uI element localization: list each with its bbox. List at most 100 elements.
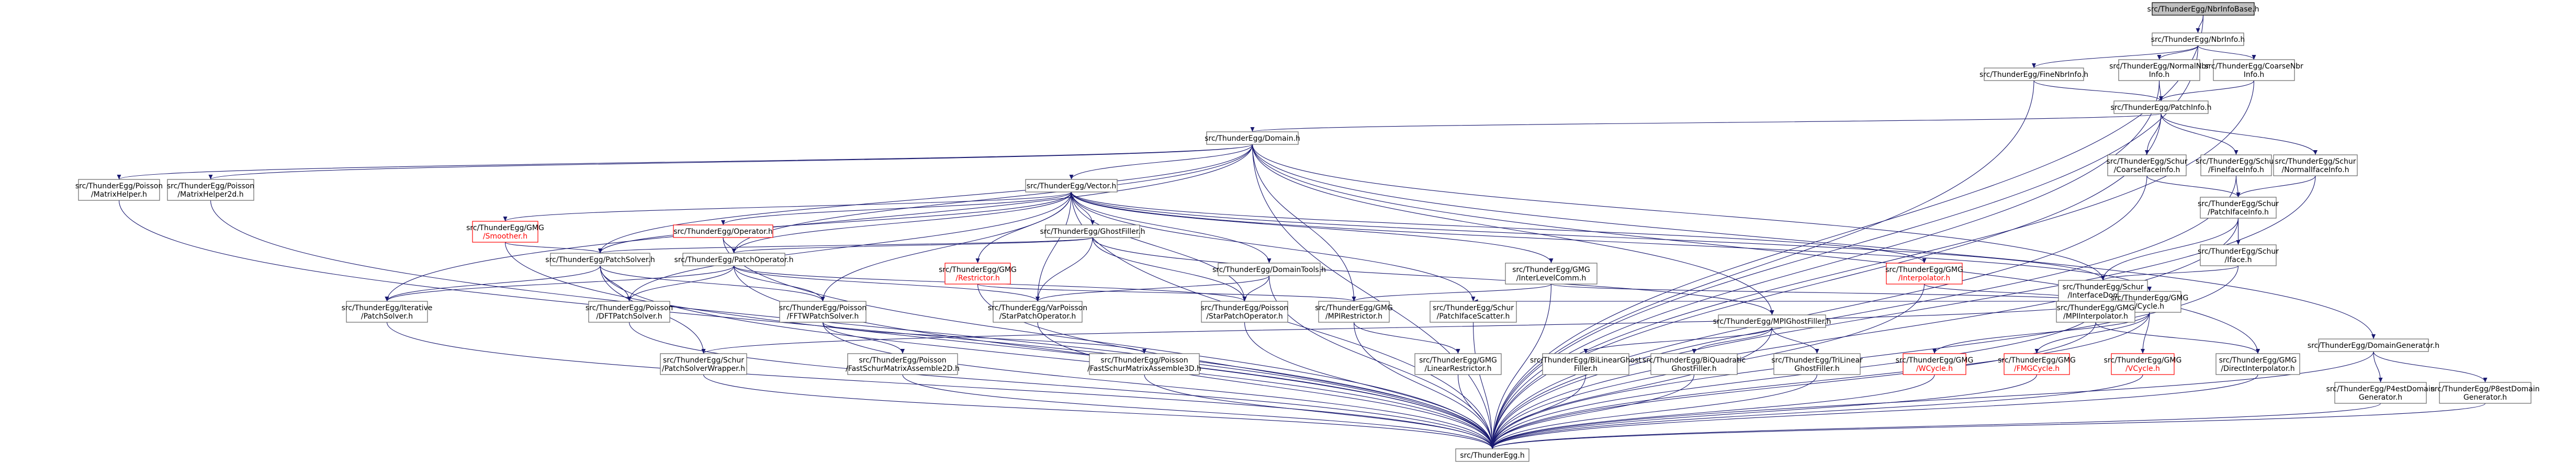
edge-ghostfiller-to-patchsolver — [598, 237, 1093, 254]
node-gmgmpiinterp[interactable]: src/ThunderEgg/GMG/MPIInterpolator.h — [2056, 301, 2135, 323]
node-label: src/ThunderEgg/Operator.h — [673, 228, 773, 236]
node-patchinfo[interactable]: src/ThunderEgg/PatchInfo.h — [2111, 100, 2212, 114]
node-patchsolver[interactable]: src/ThunderEgg/PatchSolver.h — [545, 253, 655, 266]
node-label: /WCycle.h — [1916, 365, 1953, 373]
edge-wcycle-to-thunderegg — [1490, 374, 1935, 449]
edge-domain-to-mpighostfiller — [1252, 144, 1774, 315]
node-schurpatchiface[interactable]: src/ThunderEgg/Schur/PatchIfaceInfo.h — [2198, 197, 2279, 219]
edge-domain-to-poissonmh2d — [209, 144, 1253, 180]
node-label: src/ThunderEgg/GMG — [1896, 356, 1974, 365]
node-wcycle[interactable]: src/ThunderEgg/GMG/WCycle.h — [1896, 353, 1974, 375]
edge-schurpatchscatter-to-thunderegg — [1472, 322, 1494, 449]
node-label: /Interpolator.h — [1898, 274, 1950, 282]
node-box — [1984, 67, 2084, 81]
edge-domaingen-to-p4estgen — [2373, 351, 2383, 383]
edge-schurifacedomain-to-thunderegg — [1490, 301, 2103, 449]
node-mpighostfiller[interactable]: src/ThunderEgg/MPIGhostFiller.h — [1713, 314, 1831, 328]
node-gmgsmoother[interactable]: src/ThunderEgg/GMG/Smoother.h — [466, 221, 544, 243]
node-label: src/ThunderEgg/VarPoisson — [988, 304, 1087, 312]
node-label: src/ThunderEgg/FineNbrInfo.h — [1979, 71, 2088, 79]
node-label: /Restrictor.h — [955, 274, 999, 282]
edge-gmginterlevel-to-gmgmprestrictor — [1352, 284, 1552, 302]
node-ghostfiller[interactable]: src/ThunderEgg/GhostFiller.h — [1040, 224, 1145, 238]
edge-vector-to-schurpatchscatter — [1071, 191, 1476, 302]
node-box — [1318, 301, 1390, 323]
node-operator[interactable]: src/ThunderEgg/Operator.h — [673, 224, 773, 238]
edge-schurcoarse-to-schurpatchiface — [2146, 175, 2241, 198]
edge-schurpatchiface-to-schurifacedomain — [2101, 218, 2239, 281]
node-label: src/ThunderEgg/P4estDomain — [2326, 385, 2435, 393]
node-poissonmh[interactable]: src/ThunderEgg/Poisson/MatrixHelper.h — [75, 179, 163, 201]
node-varpoisson[interactable]: src/ThunderEgg/VarPoisson/StarPatchOpera… — [988, 301, 1087, 323]
node-label: Info.h — [2244, 71, 2265, 79]
node-label: src/ThunderEgg/Schur — [2198, 200, 2279, 208]
node-schurcoarse[interactable]: src/ThunderEgg/Schur/CoarseIfaceInfo.h — [2106, 154, 2188, 176]
node-schurfine[interactable]: src/ThunderEgg/Schur/FineIfaceInfo.h — [2196, 154, 2277, 176]
node-gmgrestrictor[interactable]: src/ThunderEgg/GMG/Restrictor.h — [939, 263, 1017, 285]
node-directinterp[interactable]: src/ThunderEgg/GMG/DirectInterpolator.h — [2215, 353, 2300, 375]
node-fastschur3d[interactable]: src/ThunderEgg/Poisson/FastSchurMatrixAs… — [1087, 353, 1201, 375]
node-label: src/ThunderEgg/DomainGenerator.h — [2308, 342, 2439, 350]
node-thunderegg[interactable]: src/ThunderEgg.h — [1455, 448, 1529, 462]
edge-finenbrinfo-to-patchinfo — [2033, 80, 2163, 101]
node-schuriface[interactable]: src/ThunderEgg/Schur/Iface.h — [2198, 244, 2279, 266]
node-box — [2004, 353, 2070, 375]
edge-vector-to-fftwpatchsolver — [820, 191, 1072, 302]
node-box — [1903, 353, 1966, 375]
node-label: /DFTPatchSolver.h — [596, 312, 662, 321]
node-poissonstar[interactable]: src/ThunderEgg/Poisson/StarPatchOperator… — [1201, 301, 1288, 323]
edge-iterpatchsolver-to-thunderegg — [386, 322, 1494, 449]
edge-directinterp-to-thunderegg — [1490, 374, 2258, 449]
node-gmgmprestrictor[interactable]: src/ThunderEgg/GMG/MPIRestrictor.h — [1315, 301, 1393, 323]
node-label: src/ThunderEgg/P8estDomain — [2431, 385, 2540, 393]
node-nbrinfo[interactable]: src/ThunderEgg/NbrInfo.h — [2151, 32, 2245, 46]
node-gmglinrestrictor[interactable]: src/ThunderEgg/GMG/LinearRestrictor.h — [1414, 353, 1502, 375]
node-finenbrinfo[interactable]: src/ThunderEgg/FineNbrInfo.h — [1979, 67, 2088, 81]
node-schurpatchsolverwrapper[interactable]: src/ThunderEgg/Schur/PatchSolverWrapper.… — [660, 353, 747, 375]
edge-bilinear-to-thunderegg — [1490, 374, 1587, 449]
edge-gmgcycle-to-wcycle — [1932, 312, 2150, 354]
node-domaintools[interactable]: src/ThunderEgg/DomainTools.h — [1212, 263, 1326, 276]
edge-domain-to-domaingen — [1252, 144, 2376, 339]
edge-nbrinfobase-to-nbrinfo — [2196, 15, 2204, 33]
node-box — [682, 253, 785, 266]
node-patchoperator[interactable]: src/ThunderEgg/PatchOperator.h — [674, 253, 794, 266]
node-domaingen[interactable]: src/ThunderEgg/DomainGenerator.h — [2308, 338, 2439, 352]
node-label: Generator.h — [2359, 393, 2402, 402]
node-schurpatchscatter[interactable]: src/ThunderEgg/Schur/PatchIfaceScatter.h — [1430, 301, 1517, 323]
edge-patchsolver-to-dftpatchsolver — [600, 265, 632, 302]
node-fftwpatchsolver[interactable]: src/ThunderEgg/Poisson/FFTWPatchSolver.h — [779, 301, 867, 323]
node-vector[interactable]: src/ThunderEgg/Vector.h — [1025, 179, 1118, 193]
node-box — [2152, 32, 2244, 46]
node-domain[interactable]: src/ThunderEgg/Domain.h — [1205, 131, 1300, 145]
node-schurnormal[interactable]: src/ThunderEgg/Schur/NormalIfaceInfo.h — [2273, 154, 2358, 176]
edge-gmgcycle-to-fmgcycle — [2034, 312, 2150, 354]
node-label: src/ThunderEgg/Poisson — [1100, 356, 1188, 365]
node-vcycle[interactable]: src/ThunderEgg/GMG/VCycle.h — [2104, 353, 2182, 375]
edge-schurpatchiface-to-thunderegg — [1490, 218, 2239, 449]
node-dftpatchsolver[interactable]: src/ThunderEgg/Poisson/DFTPatchSolver.h — [586, 301, 673, 323]
node-label: src/ThunderEgg/Schur — [663, 356, 744, 365]
node-fastschur2d[interactable]: src/ThunderEgg/Poisson/FastSchurMatrixAs… — [846, 353, 960, 375]
node-box — [1414, 353, 1502, 375]
node-label: /DirectInterpolator.h — [2221, 365, 2294, 373]
node-label: /MPIInterpolator.h — [2063, 312, 2128, 321]
node-gmginterlevel[interactable]: src/ThunderEgg/GMG/InterLevelComm.h — [1505, 263, 1598, 285]
node-label: src/ThunderEgg/NbrInfoBase.h — [2147, 5, 2259, 14]
node-schurifacedomain[interactable]: src/ThunderEgg/Schur/InterfaceDomain.h — [2058, 280, 2148, 302]
node-label: GhostFiller.h — [1671, 365, 1716, 373]
node-poissonmh2d[interactable]: src/ThunderEgg/Poisson/MatrixHelper2d.h — [167, 179, 254, 201]
node-fmgcycle[interactable]: src/ThunderEgg/GMG/FMGCycle.h — [1998, 353, 2076, 375]
edge-mpighostfiller-to-bilinear — [1583, 327, 1773, 354]
node-iterpatchsolver[interactable]: src/ThunderEgg/Iterative/PatchSolver.h — [342, 301, 433, 323]
node-gmginterpolator[interactable]: src/ThunderEgg/GMG/Interpolator.h — [1885, 263, 1963, 285]
edge-schurifacedomain-to-schurpatchsolverwrapper — [701, 301, 2103, 354]
